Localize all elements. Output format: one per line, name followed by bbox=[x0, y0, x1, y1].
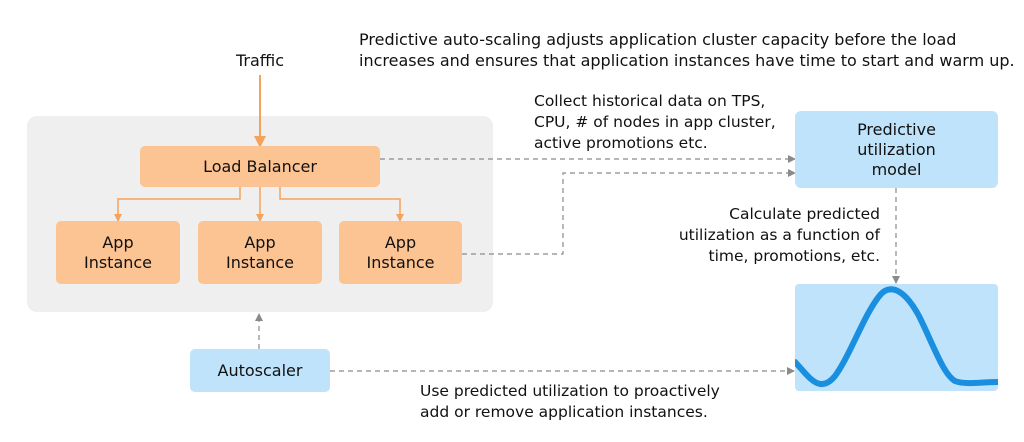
app-instance-2-line-1: App bbox=[244, 232, 276, 252]
utilization-curve-svg bbox=[795, 286, 998, 387]
load-balancer-label: Load Balancer bbox=[203, 156, 317, 176]
calc-note-line-2: utilization as a function of bbox=[678, 226, 880, 244]
use-note-line-1: Use predicted utilization to proactively bbox=[420, 382, 720, 400]
app-instance-2-line-2: Instance bbox=[225, 252, 295, 272]
caption-line-1: Predictive auto-scaling adjusts applicat… bbox=[359, 30, 957, 49]
lb-to-instance-3-arrow bbox=[279, 187, 404, 222]
caption: Predictive auto-scaling adjusts applicat… bbox=[359, 29, 1015, 71]
model-line-3: model bbox=[871, 159, 922, 179]
autoscaler-label: Autoscaler bbox=[217, 360, 303, 380]
use-note-line-2: add or remove application instances. bbox=[420, 403, 708, 421]
collect-note-line-1: Collect historical data on TPS, bbox=[534, 92, 766, 110]
caption-line-2: increases and ensures that application i… bbox=[359, 51, 1015, 70]
app-instance-3: App Instance bbox=[339, 221, 462, 284]
app-instance-1: App Instance bbox=[56, 221, 180, 284]
collect-note: Collect historical data on TPS, CPU, # o… bbox=[534, 91, 776, 154]
traffic-label: Traffic bbox=[236, 51, 285, 70]
autoscaler-box: Autoscaler bbox=[190, 349, 330, 392]
model-line-1: Predictive bbox=[857, 119, 936, 139]
collect-note-line-2: CPU, # of nodes in app cluster, bbox=[534, 113, 776, 131]
app-instance-1-line-1: App bbox=[102, 232, 134, 252]
load-balancer-box: Load Balancer bbox=[140, 146, 380, 187]
app-instance-3-line-2: Instance bbox=[366, 252, 435, 272]
calc-note: Calculate predicted utilization as a fun… bbox=[679, 204, 880, 267]
predictive-model-box: Predictive utilization model bbox=[795, 111, 998, 188]
collect-note-line-3: active promotions etc. bbox=[534, 134, 708, 152]
app-instance-2: App Instance bbox=[198, 221, 322, 284]
lb-to-instance-1-arrow bbox=[114, 187, 241, 222]
model-line-2: utilization bbox=[857, 139, 936, 159]
app-instance-1-line-2: Instance bbox=[83, 252, 153, 272]
utilization-curve bbox=[795, 286, 998, 387]
calc-note-line-3: time, promotions, etc. bbox=[708, 247, 881, 265]
calc-note-line-1: Calculate predicted bbox=[729, 205, 880, 223]
use-note: Use predicted utilization to proactively… bbox=[420, 381, 720, 423]
instance-to-model-arrow bbox=[462, 169, 796, 255]
app-instance-3-line-1: App bbox=[384, 232, 417, 252]
utilization-chart bbox=[795, 284, 998, 391]
